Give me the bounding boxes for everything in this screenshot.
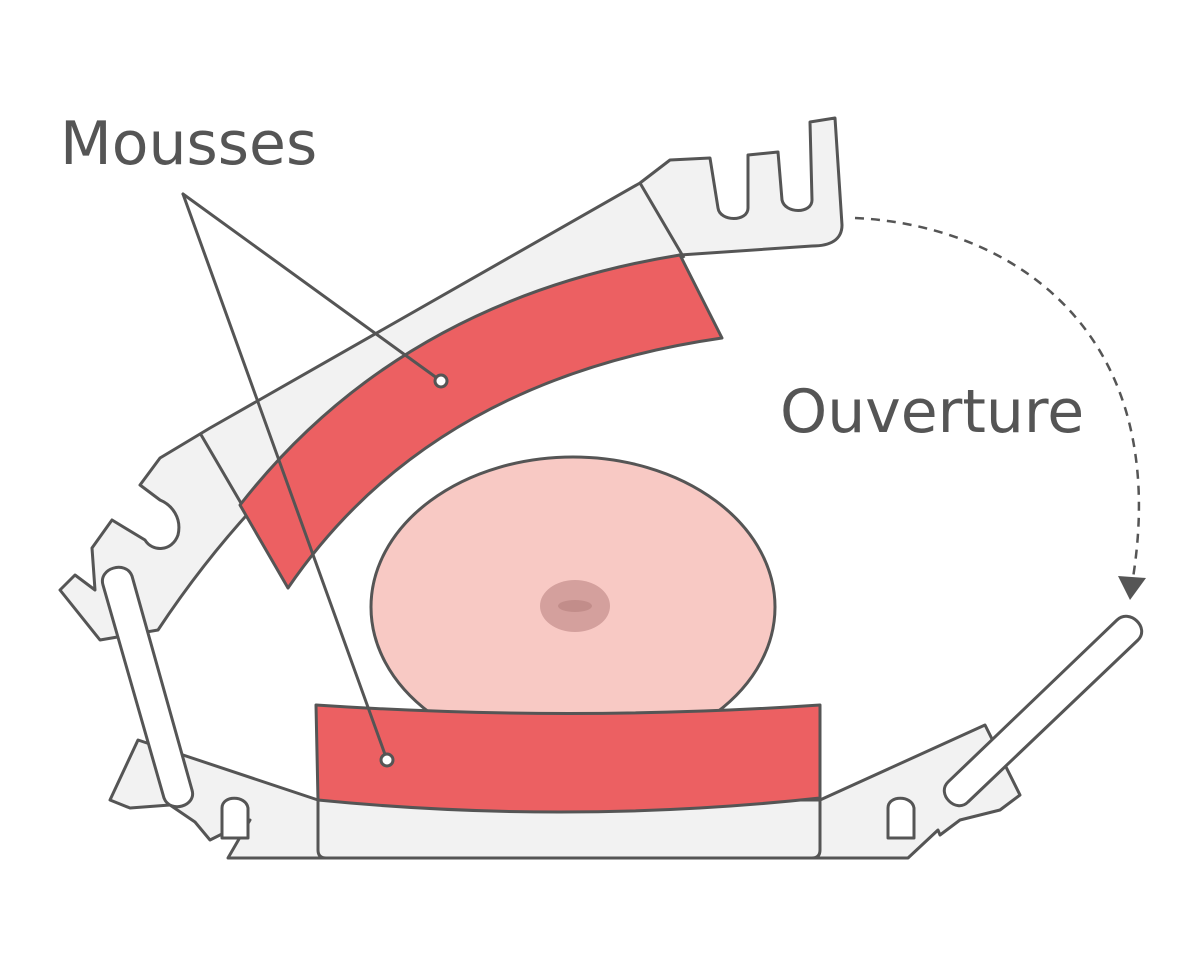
opening-label: Ouverture [780,377,1084,447]
opening-arrowhead [1118,576,1146,600]
right-hinge-notch [886,796,916,840]
leader-to-upper-foam [181,192,443,383]
upper-foam [238,253,724,590]
left-hinge-notch [220,796,250,840]
left-hinge-bar [101,565,194,809]
right-latch-bar [942,614,1144,808]
lower-foam-marker [379,752,395,768]
leader-to-lower-foam [181,192,389,762]
lower-foam [314,703,822,814]
tissue-center-core [558,600,592,612]
opening-arrow [854,216,1141,585]
bottom-base-panel [316,798,822,860]
top-arm-seam [198,182,686,511]
foam-leaders [181,192,443,762]
bottom-base [108,723,1022,860]
upper-foam-marker [433,373,449,389]
foams-label: Mousses [60,109,317,179]
